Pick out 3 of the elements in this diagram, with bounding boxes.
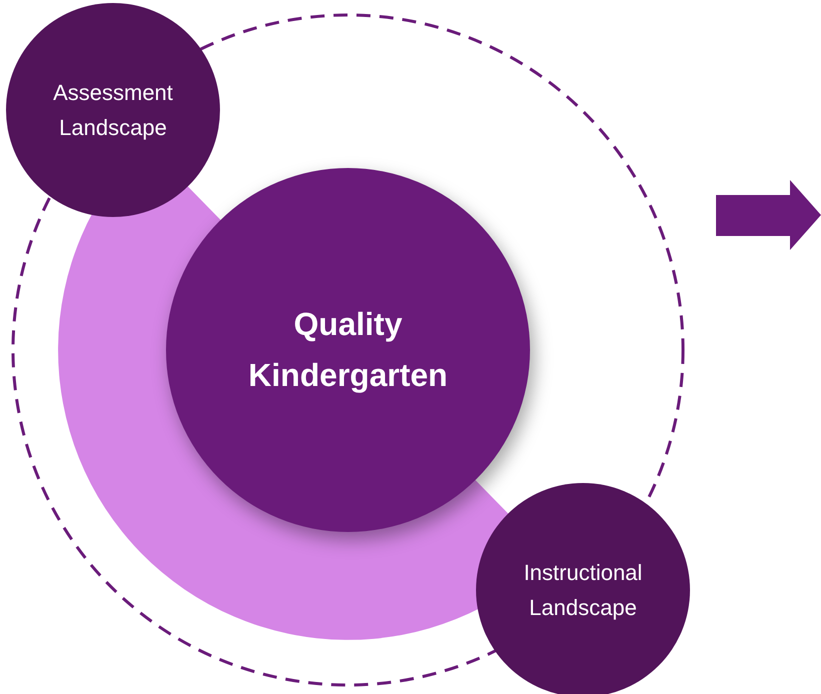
circle-label: Instructional Landscape <box>522 558 644 622</box>
title-label: Quality Kindergarten <box>247 304 449 395</box>
circle-label: Assessment Landscape <box>52 78 174 142</box>
